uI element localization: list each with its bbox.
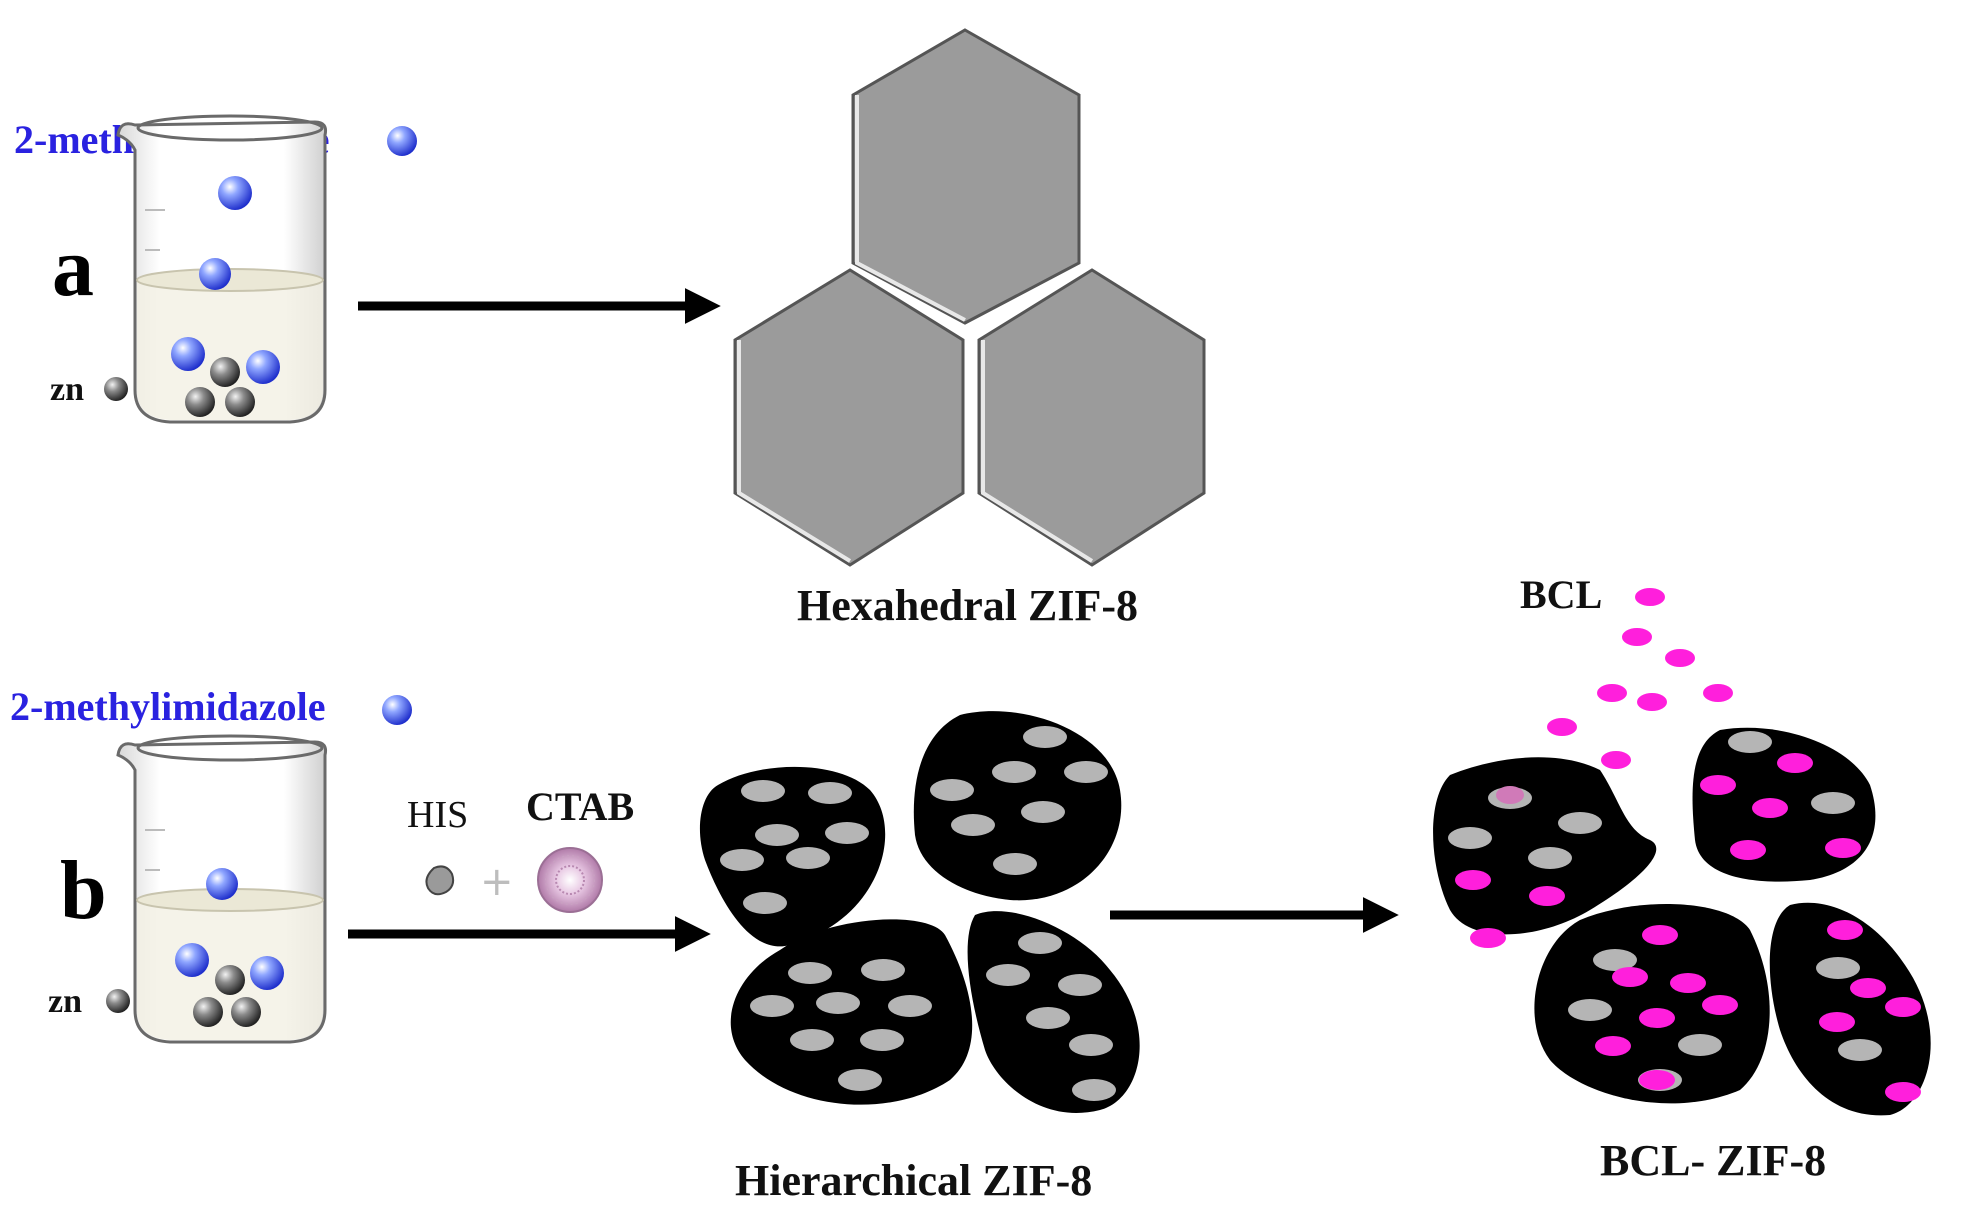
panel-letter-b: b (60, 844, 107, 937)
ligand-legend-sphere-a (387, 126, 417, 156)
beaker-a (116, 114, 328, 424)
metal-label-a: zn (50, 371, 84, 408)
panel-letter-a: a (52, 221, 94, 314)
crystal-top (851, 28, 1081, 325)
crystal-bottom-left (733, 268, 965, 567)
ctab-micelle-icon (537, 847, 603, 913)
metal-legend-sphere-a (104, 377, 128, 401)
additive-ctab-label: CTAB (526, 784, 634, 829)
ligand-legend-sphere-b (382, 695, 412, 725)
metal-legend-sphere-b (106, 989, 130, 1013)
plus-icon: + (480, 859, 514, 905)
caption-hierarchical: Hierarchical ZIF-8 (735, 1156, 1092, 1205)
caption-hexahedral: Hexahedral ZIF-8 (797, 581, 1138, 630)
hierarchical-crystals (699, 711, 1140, 1113)
caption-bcl-zif8: BCL- ZIF-8 (1600, 1136, 1826, 1185)
crystal-bottom-right (977, 268, 1206, 567)
bcl-enzyme-molecules (1547, 588, 1733, 769)
bcl-zif8-crystals (1433, 727, 1931, 1116)
additive-his-label: HIS (407, 794, 468, 836)
his-icon (425, 865, 455, 896)
beaker-b (116, 734, 328, 1044)
enzyme-label-bcl: BCL (1520, 572, 1602, 617)
metal-label-b: zn (48, 983, 82, 1020)
hexahedral-crystals (733, 28, 1206, 567)
ligand-label-b: 2-methylimidazole (10, 684, 326, 729)
panel-b: 2-methylimidazole b zn HIS CTAB + (10, 572, 1931, 1205)
panel-a: 2-methylimidazole a zn Hexahedral ZIF-8 (14, 28, 1206, 630)
